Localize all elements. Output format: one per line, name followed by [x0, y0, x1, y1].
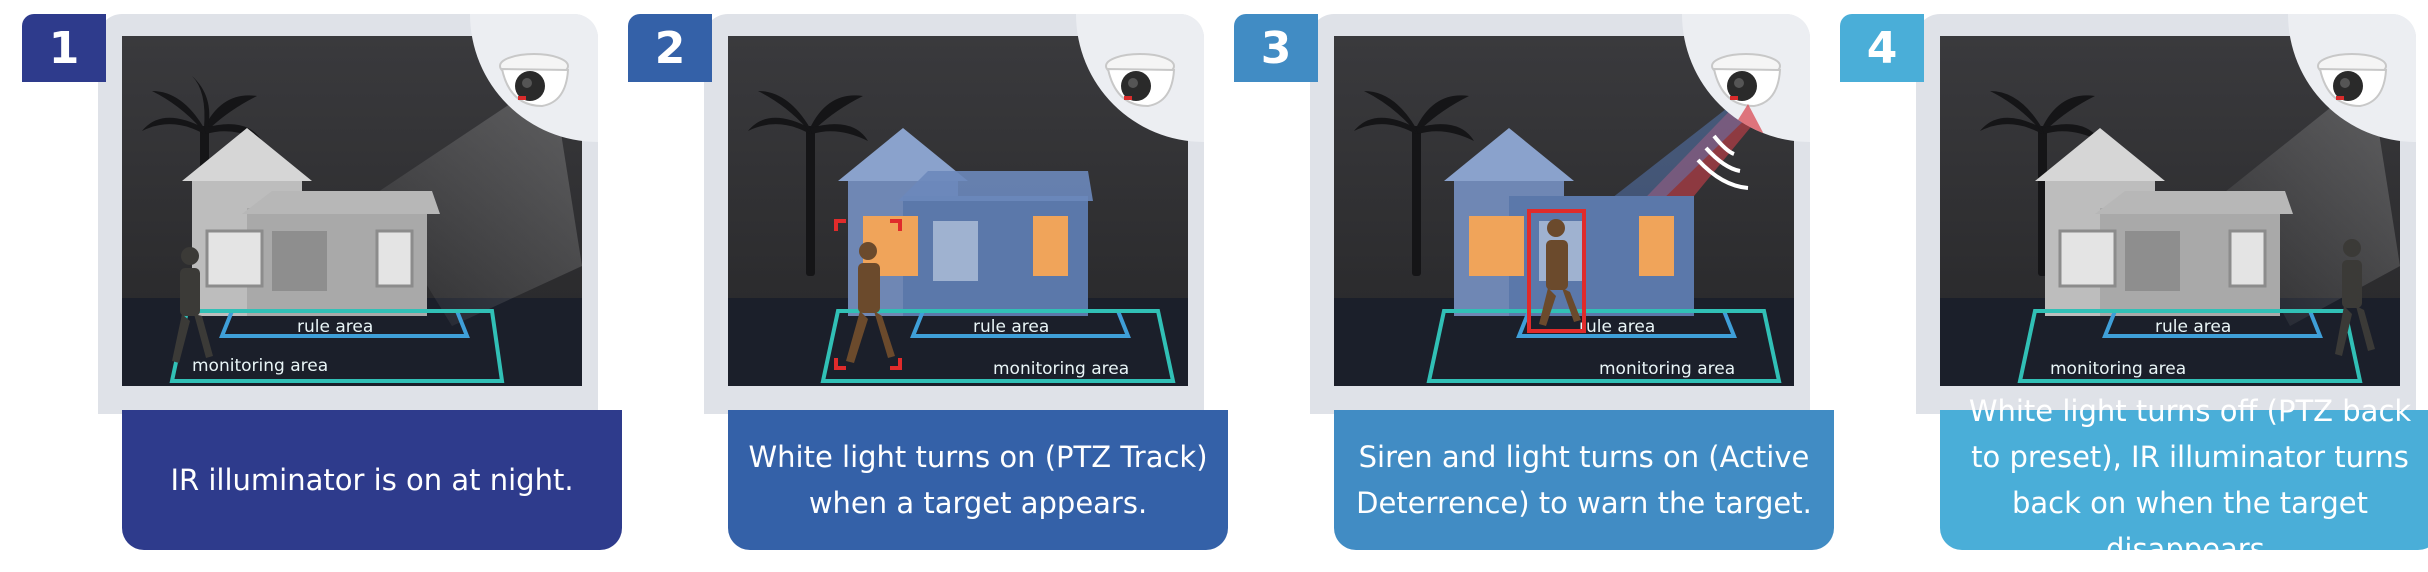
- step-caption: Siren and light turns on (Active Deterre…: [1334, 410, 1834, 550]
- palm-tree-icon: [1354, 91, 1474, 276]
- rule-area-label: rule area: [297, 317, 373, 337]
- palm-tree-icon: [1980, 91, 2100, 276]
- tracking-box-icon: [1527, 209, 1586, 333]
- person-icon: [1539, 219, 1581, 326]
- step-number-badge: 2: [628, 14, 712, 82]
- step-number-badge: 3: [1234, 14, 1318, 82]
- dome-camera-icon: [1105, 53, 1176, 108]
- step-panel-2: 2 rule area: [628, 0, 1228, 566]
- house: [182, 128, 440, 316]
- dome-camera-icon: [499, 53, 570, 108]
- person-icon: [2335, 239, 2375, 356]
- camera-bubble: [1076, 14, 1204, 142]
- siren-wave-icon: [1696, 134, 1749, 190]
- camera-bubble: [1682, 14, 1810, 142]
- person-icon: [846, 242, 895, 363]
- night-scene-white-light: rule area monitoring area: [728, 36, 1188, 386]
- monitoring-area-label: monitoring area: [2050, 359, 2186, 379]
- step-caption: White light turns off (PTZ back to prese…: [1940, 394, 2428, 566]
- house: [2035, 128, 2293, 316]
- step-caption: IR illuminator is on at night.: [122, 410, 622, 550]
- night-scene-back-to-ir: rule area monitoring area: [1940, 36, 2400, 386]
- step-panel-4: 4: [1840, 0, 2428, 566]
- step-number-badge: 1: [22, 14, 106, 82]
- monitoring-area-label: monitoring area: [1599, 359, 1735, 379]
- rule-area-label: rule area: [2155, 317, 2231, 337]
- step-panel-1: 1: [22, 0, 622, 566]
- person-icon: [172, 247, 213, 363]
- monitoring-area-label: monitoring area: [192, 356, 328, 376]
- dome-camera-icon: [2317, 53, 2388, 108]
- step-number-badge: 4: [1840, 14, 1924, 82]
- camera-bubble: [470, 14, 598, 142]
- rule-area-label: rule area: [1579, 317, 1655, 337]
- dome-camera-icon: [1711, 53, 1782, 142]
- camera-bubble: [2288, 14, 2416, 142]
- tracking-box-icon: [834, 219, 902, 370]
- rule-area-label: rule area: [973, 317, 1049, 337]
- monitoring-area-label: monitoring area: [993, 359, 1129, 379]
- step-caption: White light turns on (PTZ Track) when a …: [728, 410, 1228, 550]
- house: [1444, 128, 1694, 316]
- step-panel-3: 3: [1234, 0, 1834, 566]
- palm-tree-icon: [748, 91, 868, 276]
